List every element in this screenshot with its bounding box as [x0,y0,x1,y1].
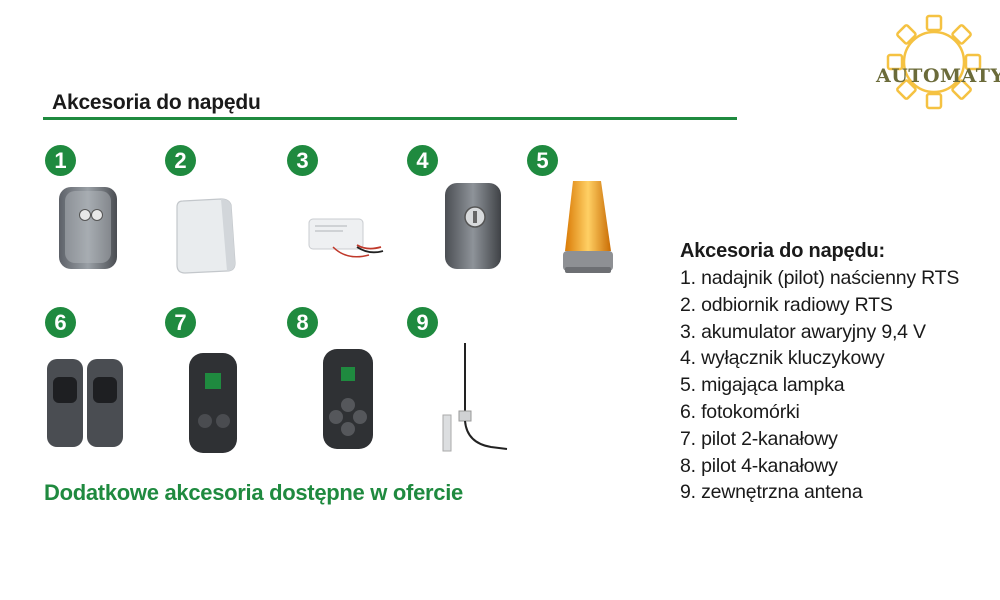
item-number-badge: 9 [407,307,438,338]
legend-item: 2. odbiornik radiowy RTS [680,293,893,316]
logo-text: AUTOMATYKA [876,65,1000,87]
automatyka-logo: AUTOMATYKA [868,12,1000,112]
remote-2-channel-icon [189,353,237,453]
item-number-badge: 5 [527,145,558,176]
key-switch-icon [445,183,501,269]
additional-accessories-note: Dodatkowe akcesoria dostępne w ofercie [44,480,463,505]
legend-list: 1. nadajnik (pilot) naścienny RTS 2. odb… [680,265,959,506]
legend-item: 3. akumulator awaryjny 9,4 V [680,320,926,343]
legend-item: 1. nadajnik (pilot) naścienny RTS [680,267,960,289]
item-number-badge: 6 [45,307,76,338]
item-number-badge: 8 [287,307,318,338]
accessory-item-3: 3 [287,145,407,295]
legend-item: 4. wyłącznik kluczykowy [680,347,885,370]
gear-icon [886,14,982,110]
legend-item: 5. migająca lampka [680,374,845,397]
item-number-badge: 1 [45,145,76,176]
photocells-icon [47,359,123,447]
accessory-item-5: 5 [527,145,647,295]
item-number-badge: 7 [165,307,196,338]
legend-item: 6. fotokomórki [680,400,800,423]
accessory-item-7: 7 [165,307,285,457]
legend-item: 9. zewnętrzna antena [680,481,863,504]
accessory-item-6: 6 [45,307,165,457]
flashing-lamp-icon [563,181,613,273]
legend-item: 7. pilot 2-kanałowy [680,427,838,450]
accessories-legend: Akcesoria do napędu: 1. nadajnik (pilot)… [680,240,959,506]
accessory-item-1: 1 [45,145,165,295]
radio-receiver-icon [176,198,236,274]
remote-4-channel-icon [323,349,373,449]
legend-item: 8. pilot 4-kanałowy [680,454,838,477]
battery-pack-icon [308,218,384,258]
accessory-item-4: 4 [407,145,527,295]
item-number-badge: 4 [407,145,438,176]
title-underline [43,117,737,120]
external-antenna-icon [442,343,508,452]
wall-transmitter-icon [59,187,117,269]
item-number-badge: 3 [287,145,318,176]
section-title: Akcesoria do napędu [52,91,261,114]
accessory-item-8: 8 [287,307,407,457]
accessory-item-2: 2 [165,145,285,295]
legend-title: Akcesoria do napędu: [680,240,885,262]
item-number-badge: 2 [165,145,196,176]
accessory-item-9: 9 [407,307,527,457]
